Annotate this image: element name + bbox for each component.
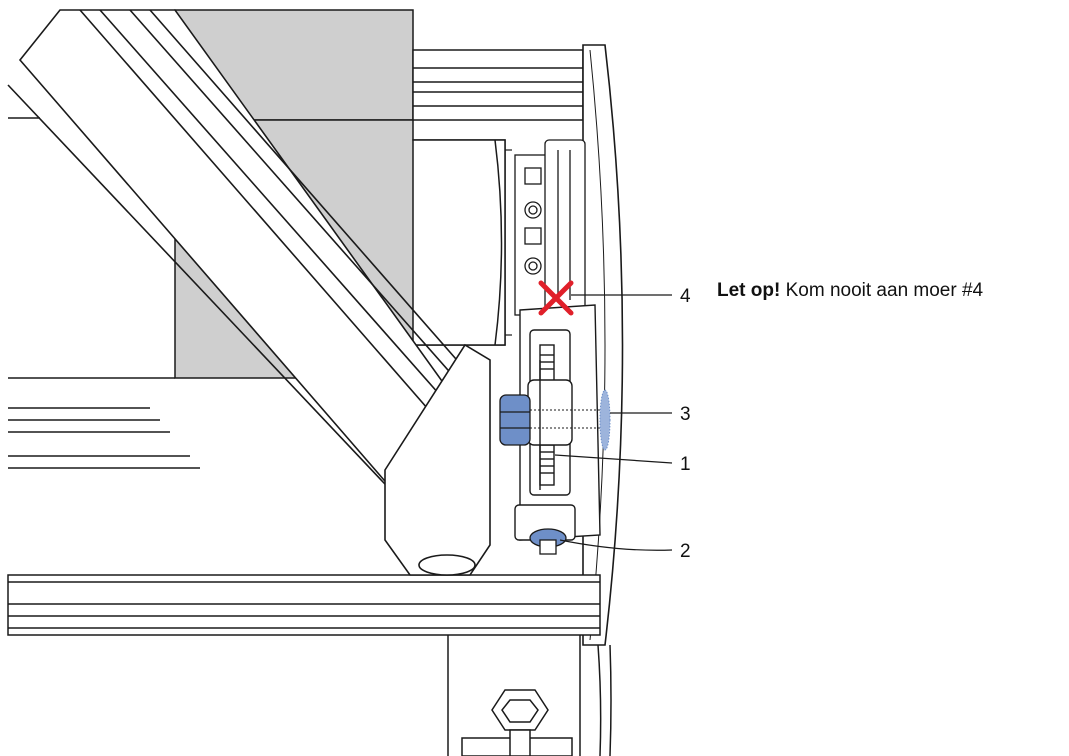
warning-strong-label: Let op!	[717, 280, 781, 301]
callout-leaders	[554, 294, 673, 551]
roller-drum	[412, 139, 512, 346]
bottom-stand	[447, 635, 612, 756]
bearing-bracket	[514, 139, 586, 316]
top-frame-rail	[412, 49, 584, 121]
nut-2-highlight	[529, 528, 567, 555]
leader-line-1	[554, 454, 673, 464]
leader-line-2	[559, 539, 673, 551]
callout-number-1: 1	[680, 454, 691, 475]
bottom-frame-rail	[7, 574, 601, 636]
tension-bracket	[514, 304, 601, 541]
diagonal-arm	[7, 9, 471, 512]
arm-pivot-block	[384, 343, 491, 576]
callout-number-2: 2	[680, 541, 691, 562]
left-lower-rail	[8, 117, 200, 469]
adjust-point-3-highlight	[599, 389, 611, 451]
callout-number-4: 4	[680, 286, 691, 307]
warning-x-mark	[538, 280, 574, 316]
nut-1-highlight	[499, 394, 600, 446]
warning-note: Let op! Kom nooit aan moer #4	[717, 280, 983, 302]
callout-number-3: 3	[680, 404, 691, 425]
warning-text: Kom nooit aan moer #4	[785, 280, 984, 301]
